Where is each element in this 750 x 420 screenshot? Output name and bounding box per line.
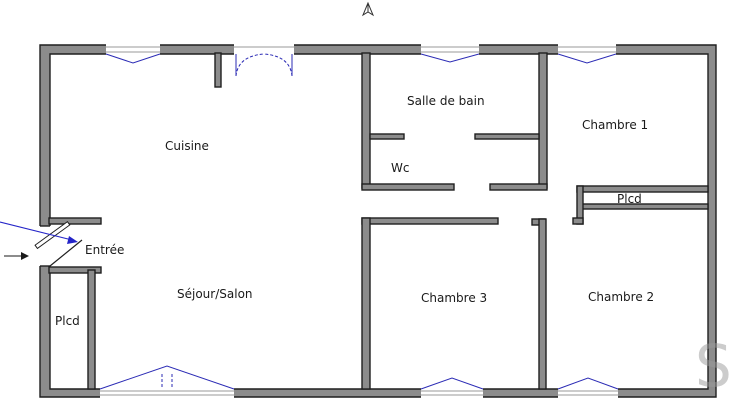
room-label-chambre-1: Chambre 1 — [582, 118, 648, 132]
room-label-entree: Entrée — [85, 243, 124, 257]
interior-walls — [48, 52, 709, 390]
window-top-cuisine — [105, 44, 161, 64]
room-label-wc: Wc — [391, 161, 409, 175]
door-top-cuisine — [234, 44, 294, 77]
room-label-chambre-2: Chambre 2 — [588, 290, 654, 304]
room-label-sejour-salon: Séjour/Salon — [177, 287, 253, 301]
window-bottom-chambre-2 — [557, 377, 619, 399]
exterior-wall — [39, 44, 717, 398]
window-top-bath — [420, 44, 480, 63]
arrow-right-icon — [4, 252, 29, 260]
arrow-diagonal-icon — [0, 221, 78, 244]
room-label-plcd-left: Plcd — [55, 314, 80, 328]
room-label-plcd-right: Plcd — [617, 192, 642, 206]
window-top-chambre-1 — [557, 44, 617, 64]
room-label-cuisine: Cuisine — [165, 139, 209, 153]
watermark-logo: S — [695, 332, 732, 400]
window-bottom-sejour — [99, 365, 235, 399]
room-label-salle-de-bain: Salle de bain — [407, 94, 485, 108]
entrance-door — [34, 220, 83, 267]
north-arrow-icon — [361, 1, 375, 17]
window-bottom-chambre-3 — [420, 377, 484, 399]
room-label-chambre-3: Chambre 3 — [421, 291, 487, 305]
